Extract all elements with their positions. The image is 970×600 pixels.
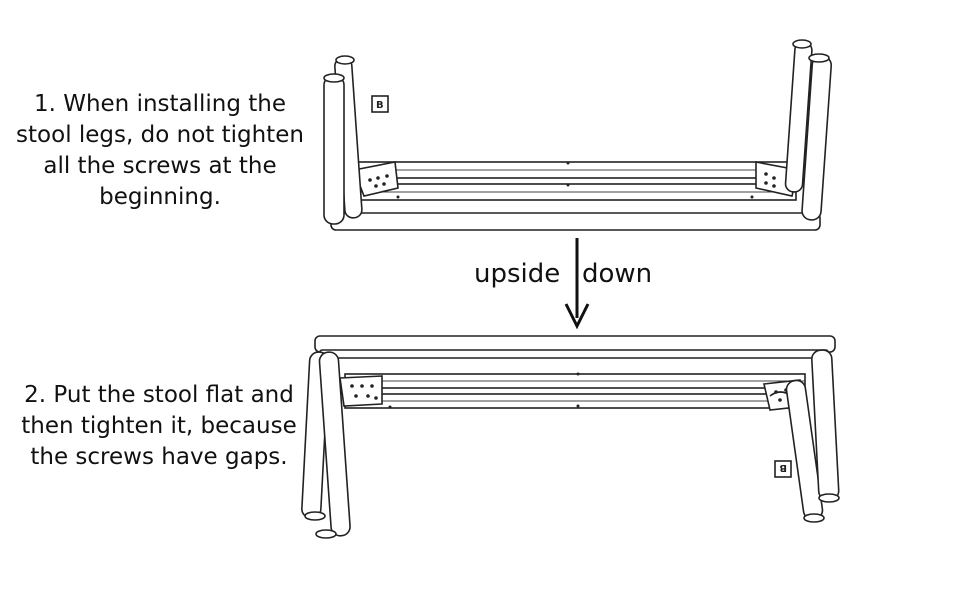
step-1-instruction: 1. When installing the stool legs, do no… bbox=[16, 91, 304, 210]
part-label-b-bottom: B bbox=[779, 462, 787, 473]
part-label-b-top: B bbox=[376, 100, 384, 111]
part-label-box-bottom bbox=[774, 460, 792, 478]
leg-left-front-top bbox=[323, 73, 345, 225]
step-2-instruction: 2. Put the stool flat and then tighten i… bbox=[21, 382, 297, 470]
leg-right-back-bottom bbox=[785, 379, 825, 523]
seat-board-top bbox=[330, 212, 821, 231]
leg-right-front-top bbox=[801, 53, 833, 221]
corner-bracket-left-bottom bbox=[339, 375, 383, 407]
arrow-label-upside: upside bbox=[474, 259, 561, 289]
bench-upside-down: B bbox=[323, 39, 833, 231]
bench-upright: B bbox=[301, 335, 840, 539]
leg-right-front-bottom bbox=[811, 349, 840, 503]
leg-right-back-top bbox=[784, 39, 813, 193]
flip-arrow bbox=[564, 238, 590, 330]
leg-left-back-bottom bbox=[315, 351, 351, 539]
part-label-box-top bbox=[371, 95, 389, 113]
arrow-label-down: down bbox=[582, 259, 653, 289]
